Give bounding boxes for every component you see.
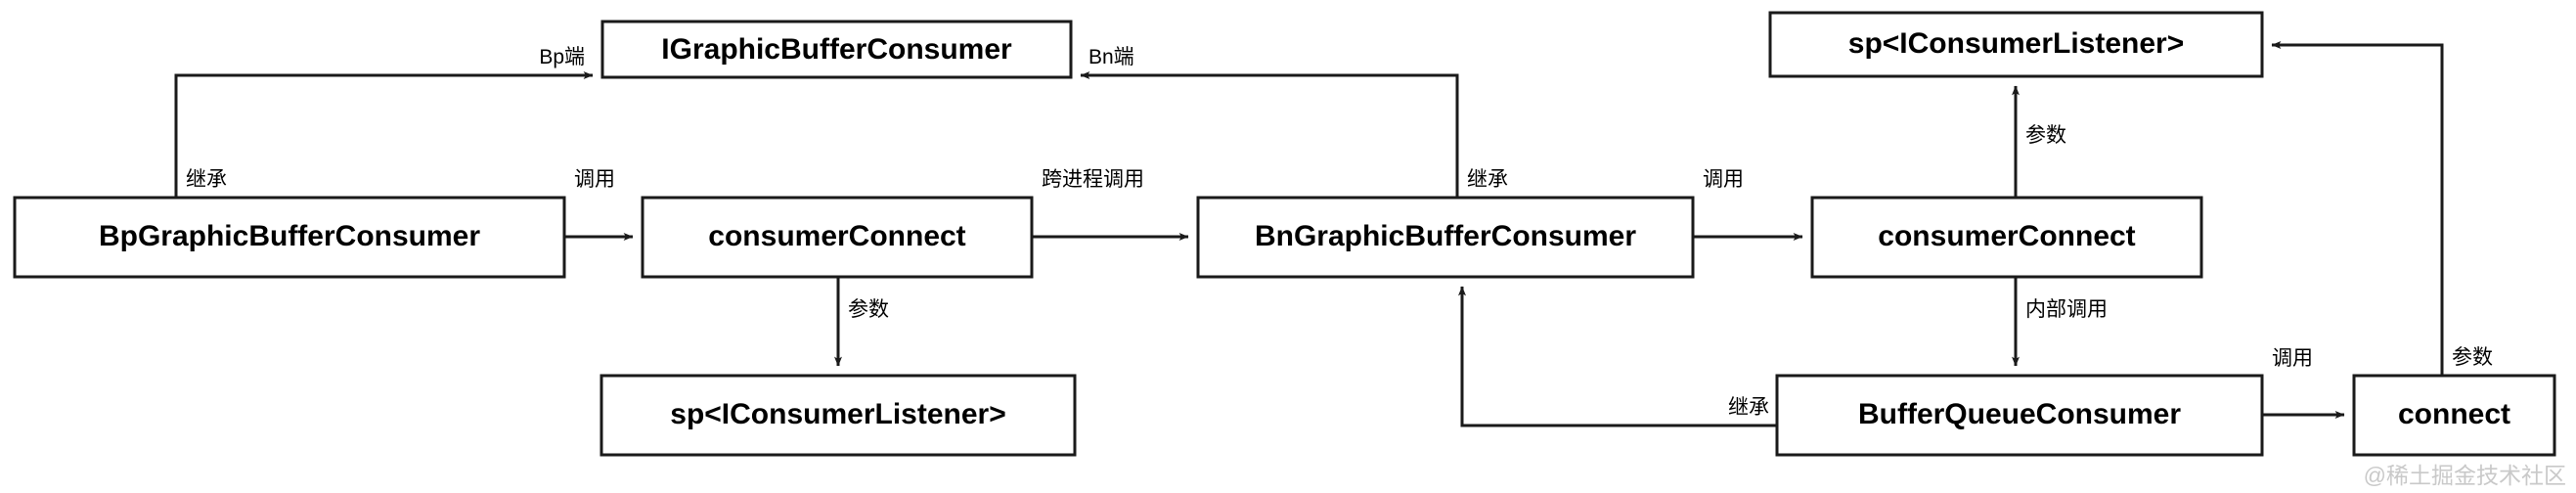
node-consumerconnect-bn[interactable]: consumerConnect (1810, 196, 2203, 279)
node-label: BnGraphicBufferConsumer (1255, 220, 1636, 252)
edge-label-param-connect: 参数 (2452, 346, 2493, 369)
edge-consumerconnect-param-listener: 参数 (834, 277, 889, 367)
edge-bufferqueueconsumer-inherits-bn: 继承 (1458, 286, 1777, 427)
edge-label-bp-endpoint: Bp端 (539, 46, 585, 68)
edge-label-inheritance-bqc: 继承 (1728, 396, 1769, 419)
node-box[interactable] (2352, 374, 2556, 457)
edge-label-inheritance-bp: 继承 (186, 168, 227, 191)
node-label: connect (2398, 398, 2510, 430)
edge-label-bn-endpoint: Bn端 (1088, 46, 1134, 68)
edge-connect-param-listener: 参数 (2271, 41, 2493, 376)
node-consumerconnect-bp[interactable]: consumerConnect (641, 196, 1034, 279)
node-label: IGraphicBufferConsumer (661, 33, 1012, 66)
edge-label-param-bp: 参数 (848, 298, 889, 321)
node-label: consumerConnect (1878, 220, 2135, 252)
node-spiconsumerlistener-bottom[interactable]: sp<IConsumerListener> (600, 374, 1077, 457)
edge-bufferqueueconsumer-calls-connect: 调用 (2262, 347, 2345, 419)
node-connect[interactable]: connect (2352, 374, 2556, 457)
edge-label-ipc-call: 跨进程调用 (1042, 168, 1144, 191)
node-box[interactable] (600, 20, 1073, 79)
node-bngraphicbufferconsumer[interactable]: BnGraphicBufferConsumer (1196, 196, 1695, 279)
edge-consumerconnect-ipc-bn: 跨进程调用 (1032, 168, 1189, 241)
edge-line (174, 71, 594, 198)
edge-label-param-bn: 参数 (2025, 124, 2066, 147)
node-box[interactable] (1810, 196, 2203, 279)
edge-label-call-bp: 调用 (574, 168, 615, 191)
edge-label-internal-call: 内部调用 (2025, 298, 2108, 321)
node-igraphicbufferconsumer[interactable]: IGraphicBufferConsumer (600, 20, 1073, 79)
edge-line (1080, 71, 1459, 198)
edge-bn-calls-consumerconnect2: 调用 (1693, 168, 1803, 241)
node-label: BpGraphicBufferConsumer (99, 220, 480, 252)
node-box[interactable] (600, 374, 1077, 457)
edge-label-inheritance-bn: 继承 (1467, 168, 1508, 191)
edge-label-call-bn: 调用 (1703, 168, 1744, 191)
edge-label-call-bqc: 调用 (2272, 347, 2313, 370)
node-box[interactable] (641, 196, 1034, 279)
edge-line (1458, 286, 1777, 427)
node-box[interactable] (13, 196, 566, 279)
edge-bp-calls-consumerconnect: 调用 (564, 168, 634, 241)
edge-consumerconnect2-internal-bufferqueueconsumer: 内部调用 (2012, 277, 2108, 367)
node-label: sp<IConsumerListener> (1848, 27, 2184, 60)
node-box[interactable] (1768, 11, 2264, 78)
watermark: @稀土掘金技术社区 (2364, 463, 2566, 488)
edge-bn-endpoint-igraphicbufferconsumer: Bn端 继承 (1080, 46, 1508, 198)
node-label: consumerConnect (708, 220, 965, 252)
node-bufferqueueconsumer[interactable]: BufferQueueConsumer (1775, 374, 2264, 457)
node-box[interactable] (1775, 374, 2264, 457)
node-box[interactable] (1196, 196, 1695, 279)
node-label: BufferQueueConsumer (1858, 398, 2181, 430)
node-spiconsumerlistener-top[interactable]: sp<IConsumerListener> (1768, 11, 2264, 78)
edge-consumerconnect2-param-listener: 参数 (2012, 85, 2066, 198)
node-label: sp<IConsumerListener> (670, 398, 1005, 430)
node-bpgraphicbufferconsumer[interactable]: BpGraphicBufferConsumer (13, 196, 566, 279)
edge-line (2271, 41, 2444, 376)
edge-bp-inherits-igraphicbufferconsumer: 继承 Bp端 (174, 46, 594, 198)
